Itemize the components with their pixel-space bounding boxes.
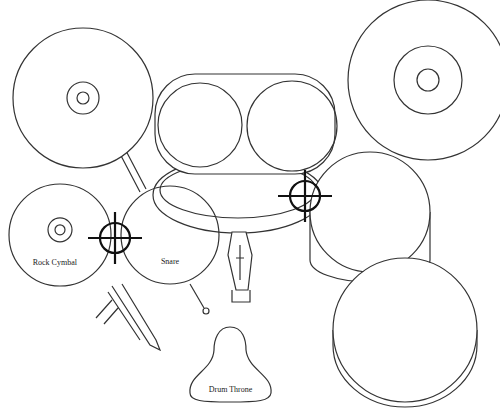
kick-pedal-detail bbox=[236, 245, 244, 280]
drum-outline bbox=[9, 184, 111, 286]
part-label: Snare bbox=[161, 258, 179, 267]
stand-leg bbox=[190, 284, 204, 308]
cymbal-hole bbox=[77, 92, 89, 104]
stand-leg bbox=[112, 284, 160, 350]
crosshair-mark bbox=[88, 212, 142, 264]
drum-circle: Rock Cymbal bbox=[8, 183, 112, 287]
floor-tom bbox=[310, 152, 430, 272]
rack-tom bbox=[247, 81, 337, 171]
stand-foot bbox=[203, 308, 209, 314]
tom-mount bbox=[155, 74, 335, 174]
part-label: Drum Throne bbox=[209, 386, 253, 395]
throne-seat: Drum Throne bbox=[188, 325, 273, 403]
part-label: Rock Cymbal bbox=[33, 259, 77, 268]
crash-cymbal bbox=[13, 28, 153, 168]
kick-pedal-heel bbox=[232, 290, 250, 302]
node-outline bbox=[120, 185, 220, 285]
ride-cymbal bbox=[348, 0, 500, 160]
cymbal-hole bbox=[417, 69, 439, 91]
crosshair-mark bbox=[278, 170, 332, 222]
floor-tom bbox=[333, 258, 477, 402]
node-outline bbox=[8, 183, 112, 287]
drum-circle: Snare bbox=[120, 185, 220, 285]
cymbal-hole bbox=[55, 225, 65, 235]
throne-outline bbox=[190, 327, 271, 402]
cymbal-bell bbox=[67, 82, 99, 114]
stand-leg bbox=[96, 292, 140, 340]
rack-tom bbox=[158, 83, 242, 167]
drum-outline bbox=[121, 186, 219, 284]
kick-pedal bbox=[228, 232, 252, 290]
cymbal-bell bbox=[48, 218, 72, 242]
cymbal-bell bbox=[394, 46, 462, 114]
